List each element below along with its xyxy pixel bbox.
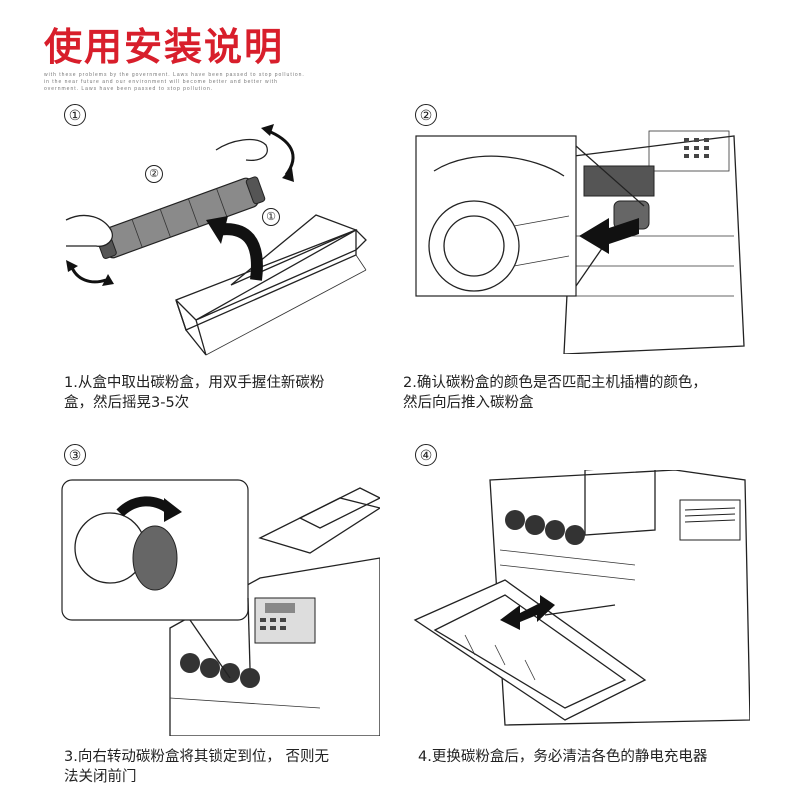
step-1-label-1: ① xyxy=(262,208,280,226)
step-2-illustration xyxy=(414,126,750,354)
caption-line: 然后向后推入碳粉盒 xyxy=(403,395,534,411)
step-number-4: ④ xyxy=(415,444,437,466)
step-1-caption: 1.从盒中取出碳粉盒，用双手握住新碳粉 盒，然后摇晃3-5次 xyxy=(64,373,384,413)
step-number-3: ③ xyxy=(64,444,86,466)
step-4-caption: 4.更换碳粉盒后，务必清洁各色的静电充电器 xyxy=(418,747,788,767)
caption-line: 法关闭前门 xyxy=(64,769,137,785)
caption-line: 2.确认碳粉盒的颜色是否匹配主机插槽的颜色， xyxy=(403,375,707,391)
header-subtitle: with these problems by the government. L… xyxy=(44,72,344,93)
subtitle-line: with these problems by the government. L… xyxy=(44,72,305,78)
caption-line: 盒，然后摇晃3-5次 xyxy=(64,395,190,411)
step-2-caption: 2.确认碳粉盒的颜色是否匹配主机插槽的颜色， 然后向后推入碳粉盒 xyxy=(403,373,783,413)
subtitle-line: overnment. Laws have been passed to stop… xyxy=(44,86,214,92)
caption-line: 1.从盒中取出碳粉盒，用双手握住新碳粉 xyxy=(64,375,325,391)
step-1-illustration xyxy=(56,120,376,360)
step-number-2: ② xyxy=(415,104,437,126)
step-number-1: ① xyxy=(64,104,86,126)
step-1-label-2: ② xyxy=(145,165,163,183)
step-3-illustration xyxy=(60,478,380,736)
page-title: 使用安装说明 xyxy=(44,25,285,69)
subtitle-line: in the near future and our environment w… xyxy=(44,79,278,85)
caption-line: 3.向右转动碳粉盒将其锁定到位， 否则无 xyxy=(64,749,329,765)
step-4-illustration xyxy=(405,470,750,730)
caption-line: 4.更换碳粉盒后，务必清洁各色的静电充电器 xyxy=(418,749,708,765)
step-3-caption: 3.向右转动碳粉盒将其锁定到位， 否则无 法关闭前门 xyxy=(64,747,384,787)
